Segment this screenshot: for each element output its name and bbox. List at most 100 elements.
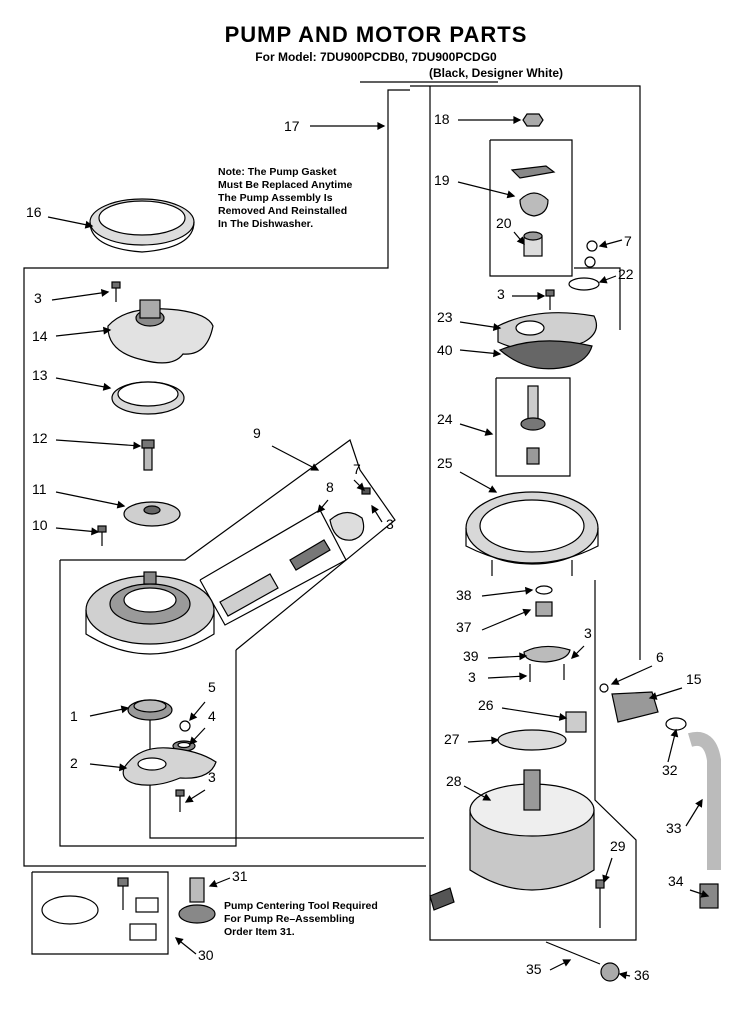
leader-line-9 [271, 445, 319, 471]
callout-label: 6 [656, 649, 664, 665]
leader-line-10 [55, 527, 99, 533]
callout-label: 3 [497, 286, 505, 302]
callout-label: 11 [32, 481, 47, 497]
leader-arrowhead [524, 586, 534, 595]
screw-3a [111, 281, 121, 302]
motor-28 [429, 769, 595, 911]
clamp-32 [665, 717, 687, 731]
leader-arrowhead [571, 650, 580, 659]
tool-note: Pump Centering Tool Required For Pump Re… [224, 900, 414, 939]
callout-label: 19 [434, 172, 450, 188]
ball-5 [179, 720, 191, 732]
callout-label: 39 [463, 648, 479, 664]
gasket-note: Note: The Pump Gasket Must Be Replaced A… [218, 166, 393, 231]
leader-arrowhead [598, 240, 608, 249]
leader-line-40 [459, 349, 501, 355]
seal-22 [568, 277, 600, 291]
motor-mount-23 [497, 312, 597, 352]
callout-label: 24 [437, 411, 453, 427]
callout-label: 17 [284, 118, 300, 134]
oring-38 [535, 585, 553, 595]
leader-line-26 [501, 707, 567, 719]
callout-label: 38 [456, 587, 472, 603]
gasket-note-line: Note: The Pump Gasket [218, 166, 337, 178]
gasket-note-line: Removed And Reinstalled [218, 205, 348, 217]
leader-arrowhead [208, 879, 218, 888]
leader-arrowhead [670, 728, 679, 738]
callout-labels: 1716314131211109873154231819207223234024… [26, 111, 702, 983]
assembly-outline-left [23, 89, 426, 955]
callout-label: 40 [437, 342, 453, 358]
leader-line-38 [481, 589, 533, 597]
screw-3c [545, 289, 555, 310]
leader-line-11 [55, 491, 125, 507]
leader-arrowhead [491, 736, 500, 745]
gasket-note-line: In The Dishwasher. [218, 218, 314, 230]
callout-label: 25 [437, 455, 453, 471]
leader-arrowhead [610, 677, 620, 685]
coupler-20 [523, 231, 543, 257]
leader-line-37 [481, 609, 531, 631]
pin-35 [545, 941, 601, 965]
leader-arrowhead [562, 959, 572, 967]
screw-10 [97, 525, 107, 546]
pump-housing-9 [85, 571, 215, 655]
leader-arrowhead [103, 326, 112, 335]
callout-label: 9 [253, 425, 261, 441]
ring-13 [111, 381, 185, 415]
centering-tool-31 [178, 877, 216, 924]
leader-arrowhead [100, 289, 110, 297]
clip-26 [565, 711, 587, 733]
callout-label: 14 [32, 328, 48, 344]
leader-arrowhead [102, 382, 112, 391]
callout-label: 4 [208, 708, 216, 724]
fan-blade-19 [510, 165, 556, 217]
tool-note-line: For Pump Re–Assembling [224, 913, 355, 925]
callout-label: 3 [34, 290, 42, 306]
leader-line-13 [55, 377, 111, 389]
leader-arrowhead [488, 485, 498, 493]
leader-arrowhead [356, 482, 365, 491]
callout-label: 3 [386, 516, 394, 532]
leader-arrowhead [519, 672, 528, 681]
model-subtitle: For Model: 7DU900PCDB0, 7DU900PCDG0 [255, 50, 497, 64]
check-valve-assembly-8 [219, 487, 371, 617]
leader-arrowhead [120, 705, 130, 714]
callout-label: 26 [478, 697, 494, 713]
housing-base-2 [122, 747, 217, 786]
leader-arrowhead [189, 736, 198, 745]
leader-arrowhead [700, 890, 710, 898]
leader-arrowhead [116, 500, 126, 509]
callout-label: 3 [468, 669, 476, 685]
screw-3b [175, 789, 185, 812]
gasket-40 [498, 340, 593, 370]
leader-arrowhead [174, 937, 184, 946]
leader-arrowhead [513, 116, 522, 124]
leader-arrowhead [618, 971, 628, 980]
leader-arrowhead [84, 220, 94, 229]
callout-label: 13 [32, 367, 48, 383]
leader-arrowhead [184, 795, 194, 803]
pump-gasket-16 [89, 198, 195, 253]
pump-cover-14 [107, 299, 214, 364]
callout-label: 33 [666, 820, 682, 836]
leader-arrowhead [133, 441, 142, 450]
disc-27 [497, 729, 567, 751]
leader-line-16 [47, 216, 93, 227]
leader-arrowhead [695, 798, 703, 808]
leader-arrowhead [522, 608, 532, 617]
screw-29 [595, 879, 605, 928]
leader-arrowhead [484, 428, 494, 436]
callout-label: 18 [434, 111, 450, 127]
valve-37 [535, 601, 553, 617]
callout-label: 20 [496, 215, 512, 231]
leader-line-6 [611, 665, 653, 685]
callout-label: 31 [232, 868, 248, 884]
shaft-assembly-24 [520, 385, 546, 465]
leader-arrowhead [492, 323, 502, 331]
leader-line-3 [51, 291, 109, 301]
callout-label: 15 [686, 671, 702, 687]
leader-line-23 [459, 321, 501, 329]
callout-label: 36 [634, 967, 650, 983]
